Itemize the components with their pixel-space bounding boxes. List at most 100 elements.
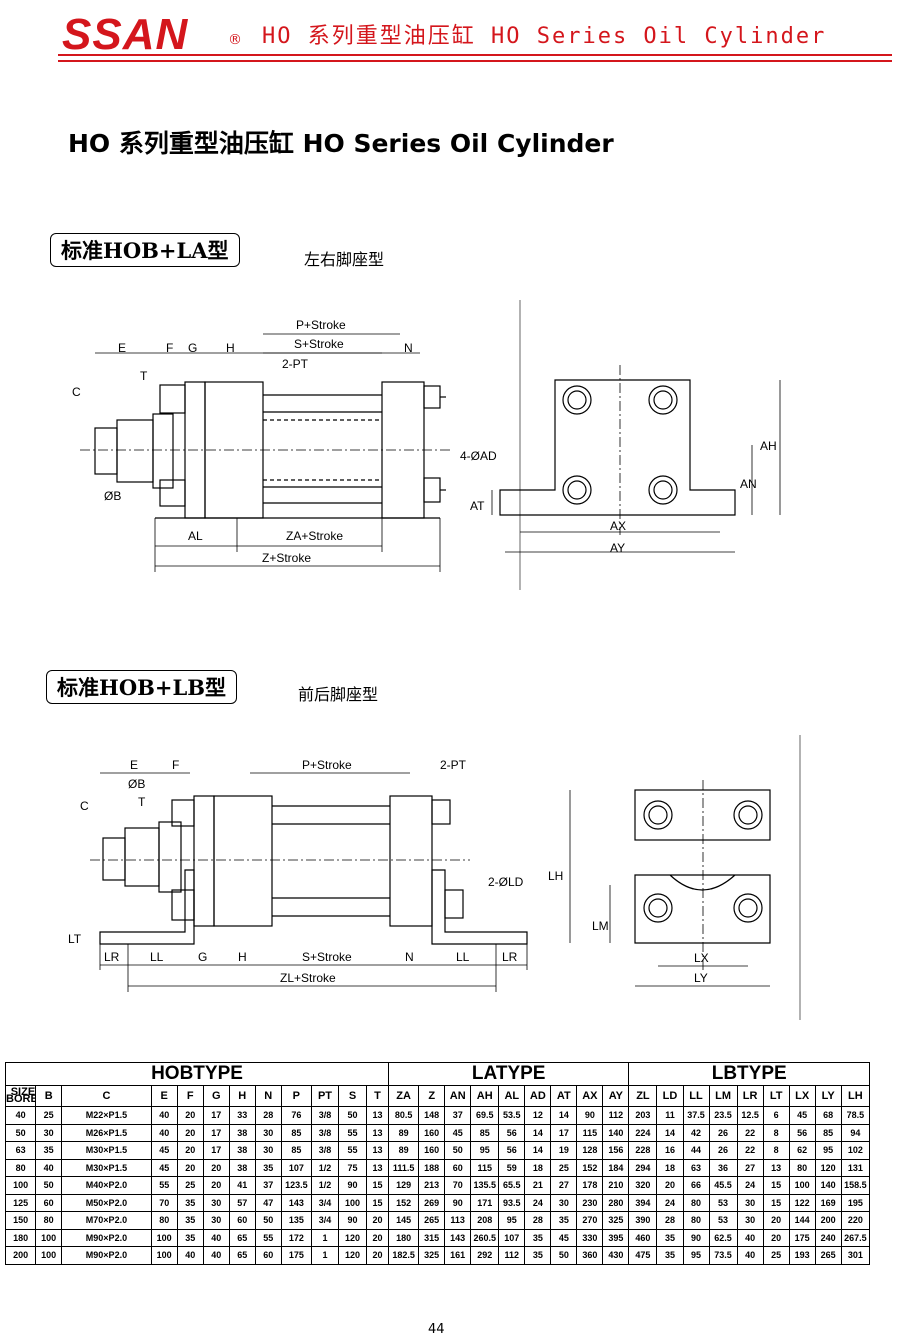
table-cell: 50 (550, 1246, 578, 1265)
table-cell: 184 (602, 1158, 630, 1177)
table-cell: 200 (814, 1211, 842, 1230)
lb-f-label: F (172, 758, 179, 772)
table-cell: M26×P1.5 (61, 1123, 152, 1142)
table-cell: 90 (337, 1211, 368, 1230)
table-cell: 102 (840, 1141, 871, 1160)
table-cell: 70 (444, 1176, 472, 1195)
table-cell: 13 (366, 1106, 389, 1125)
table-cell: 475 (628, 1246, 658, 1265)
table-cell: 20 (202, 1158, 230, 1177)
table-cell: 13 (366, 1158, 389, 1177)
table-cell: 40 (150, 1106, 178, 1125)
table-cell: 224 (628, 1123, 658, 1142)
table-cell: 123.5 (280, 1176, 312, 1195)
table-cell: 25 (550, 1158, 578, 1177)
la-e-label: E (118, 341, 126, 355)
table-cell: 100 (150, 1228, 178, 1247)
lb-g-label: G (198, 950, 207, 964)
table-cell: 23.5 (708, 1106, 738, 1125)
table-cell: 35 (656, 1228, 684, 1247)
column-header-hob-p: P (280, 1085, 312, 1107)
table-cell: 38 (228, 1123, 256, 1142)
table-cell: 265 (814, 1246, 842, 1265)
table-cell: 75 (337, 1158, 368, 1177)
table-cell: 40 (35, 1158, 63, 1177)
section-latype: LATYPE (387, 1062, 630, 1086)
table-cell: 80 (35, 1211, 63, 1230)
table-cell: 320 (628, 1176, 658, 1195)
column-header-la-ah: AH (470, 1085, 500, 1107)
table-cell: 113 (444, 1211, 472, 1230)
table-cell: 65.5 (498, 1176, 526, 1195)
table-cell: 394 (628, 1193, 658, 1212)
table-cell: 24 (524, 1193, 552, 1212)
table-cell: 8 (762, 1141, 790, 1160)
table-cell: 171 (470, 1193, 500, 1212)
table-cell: 208 (470, 1211, 500, 1230)
table-cell: 213 (418, 1176, 446, 1195)
la-ad-label: 4-ØAD (460, 449, 497, 463)
table-cell: 35 (176, 1228, 204, 1247)
table-cell: 112 (498, 1246, 526, 1265)
lb-lr2-label: LR (502, 950, 518, 964)
table-cell: 182.5 (387, 1246, 420, 1265)
table-cell: 22 (736, 1123, 764, 1142)
column-header-hob-b: B (35, 1085, 63, 1107)
table-cell: 25 (35, 1106, 63, 1125)
table-cell: 12 (524, 1106, 552, 1125)
lb-b-label: ØB (128, 777, 145, 791)
table-cell: 55 (150, 1176, 178, 1195)
lb-t-label: T (138, 795, 146, 809)
lb-zl-stroke-label: ZL+Stroke (280, 971, 336, 985)
table-cell: 38 (228, 1158, 256, 1177)
la-c-label: C (72, 385, 81, 399)
table-cell: 26 (708, 1123, 738, 1142)
table-cell: M30×P1.5 (61, 1158, 152, 1177)
table-cell: 148 (418, 1106, 446, 1125)
column-header-hob-c: C (61, 1085, 152, 1107)
table-cell: 315 (418, 1228, 446, 1247)
lb-diagram: E F ØB T C P+Stroke 2-PT 2-ØLD LT LR LL … (68, 735, 801, 1020)
table-cell: 37 (254, 1176, 282, 1195)
lb-ly-label: LY (694, 971, 708, 985)
table-cell: 15 (366, 1176, 389, 1195)
table-cell: 129 (387, 1176, 420, 1195)
table-cell: 1/2 (310, 1158, 340, 1177)
table-cell: 24 (656, 1193, 684, 1212)
column-header-la-an: AN (444, 1085, 472, 1107)
table-cell: 120 (337, 1228, 368, 1247)
lb-lr-label: LR (104, 950, 120, 964)
column-header-lb-ly: LY (814, 1085, 842, 1107)
table-cell: 40 (202, 1246, 230, 1265)
section-lb-subtitle: 前后脚座型 (298, 685, 379, 704)
table-cell: 53 (708, 1193, 738, 1212)
table-cell: 325 (602, 1211, 630, 1230)
table-cell: 59 (498, 1158, 526, 1177)
section-lbtype: LBTYPE (628, 1062, 870, 1086)
la-g-label: G (188, 341, 197, 355)
table-cell: 50 (4, 1123, 37, 1142)
la-b-label: ØB (104, 489, 121, 503)
la-s-stroke-label: S+Stroke (294, 337, 344, 351)
table-cell: 16 (656, 1141, 684, 1160)
table-cell: 28 (254, 1106, 282, 1125)
table-cell: 53 (708, 1211, 738, 1230)
table-cell: 17 (550, 1123, 578, 1142)
table-cell: 40 (736, 1228, 764, 1247)
column-header-hob-n: N (254, 1085, 282, 1107)
table-cell: 45 (150, 1158, 178, 1177)
la-rod-thread (94, 427, 118, 475)
table-cell: 24 (736, 1176, 764, 1195)
table-cell: 360 (576, 1246, 604, 1265)
lb-e-label: E (130, 758, 138, 772)
table-cell: 13 (366, 1123, 389, 1142)
table-cell: 13 (366, 1141, 389, 1160)
table-cell: 19 (550, 1141, 578, 1160)
la-p-stroke-label: P+Stroke (296, 318, 346, 332)
table-cell: 42 (682, 1123, 710, 1142)
table-cell: 89 (387, 1141, 420, 1160)
table-cell: 195 (840, 1193, 871, 1212)
table-cell: 35 (254, 1158, 282, 1177)
table-cell: 200 (4, 1246, 37, 1265)
